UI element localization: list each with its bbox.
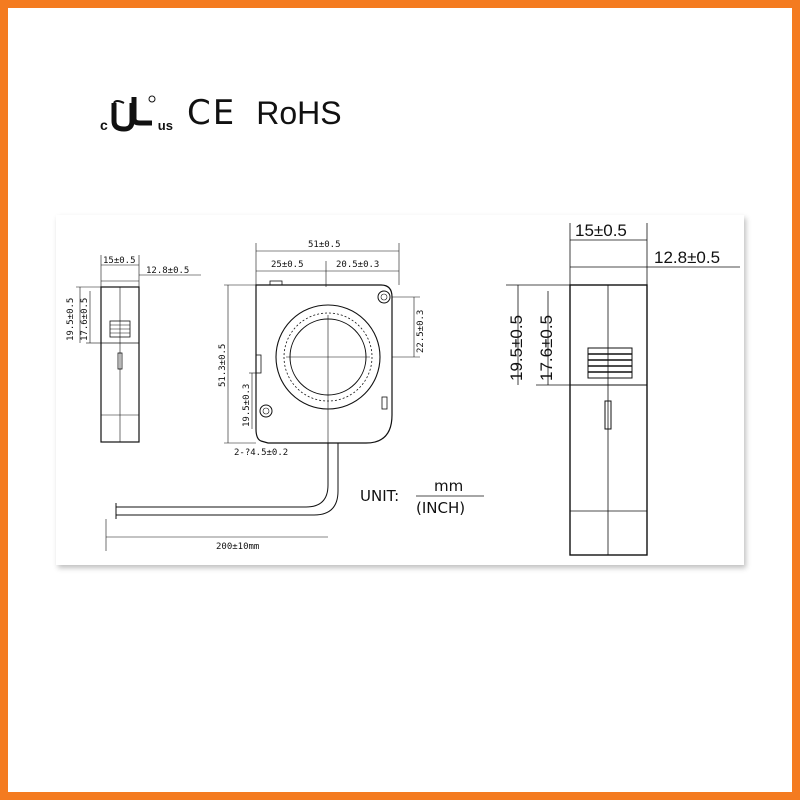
front-lower-label: 19.5±0.3	[242, 384, 252, 427]
ul-us-label: us	[157, 118, 173, 133]
large-height-outer-label: 19.5±0.5	[507, 315, 526, 381]
small-height-outer-label: 19.5±0.5	[66, 298, 76, 341]
ce-mark: CE	[186, 93, 237, 133]
front-view: 51±0.5 25±0.5 20.5±0.3 51.3±0.5 1	[105, 240, 426, 552]
unit-prefix: UNIT:	[360, 487, 399, 505]
small-height-inner-label: 17.6±0.5	[80, 298, 90, 341]
certification-logos: c us CE RoHS	[100, 88, 342, 138]
large-depth-label: 12.8±0.5	[654, 248, 720, 267]
ul-c-label: c	[100, 117, 108, 133]
technical-drawing-panel: 15±0.5 12.8±0.5 19.5±0.5 17.6±0.5 51±0.5	[56, 215, 744, 565]
unit-note: UNIT: mm (INCH)	[360, 477, 484, 517]
rohs-mark: RoHS	[256, 94, 342, 131]
large-height-inner-label: 17.6±0.5	[537, 315, 556, 381]
front-right-offset-label: 20.5±0.3	[336, 260, 379, 270]
small-depth-label: 12.8±0.5	[146, 266, 189, 276]
ul-listed-logo: c us	[100, 93, 173, 133]
side-view-large: 15±0.5 12.8±0.5 19.5±0.5 17.6±0.5	[506, 221, 740, 556]
side-view-small: 15±0.5 12.8±0.5 19.5±0.5 17.6±0.5	[66, 255, 201, 443]
ul-icon	[111, 95, 156, 132]
large-width-label: 15±0.5	[575, 221, 627, 240]
large-connector-grille	[587, 347, 633, 379]
front-width-label: 51±0.5	[308, 240, 341, 250]
fan-housing-outline	[255, 284, 393, 444]
cable-length-label: 200±10mm	[216, 542, 259, 552]
cable-wire-1	[116, 443, 329, 508]
front-left-offset-label: 25±0.5	[271, 260, 304, 270]
large-side-body	[569, 284, 648, 556]
unit-mm: mm	[434, 477, 463, 495]
cable-wire-2	[116, 443, 339, 516]
large-side-slot	[604, 400, 612, 430]
small-width-label: 15±0.5	[103, 256, 136, 266]
front-height-label: 51.3±0.5	[218, 344, 228, 387]
front-holes-label: 2-?4.5±0.2	[234, 448, 288, 458]
blower-fan-drawing: 15±0.5 12.8±0.5 19.5±0.5 17.6±0.5 51±0.5	[66, 221, 740, 556]
front-outlet-label: 22.5±0.3	[416, 310, 426, 353]
unit-inch: (INCH)	[416, 499, 465, 517]
